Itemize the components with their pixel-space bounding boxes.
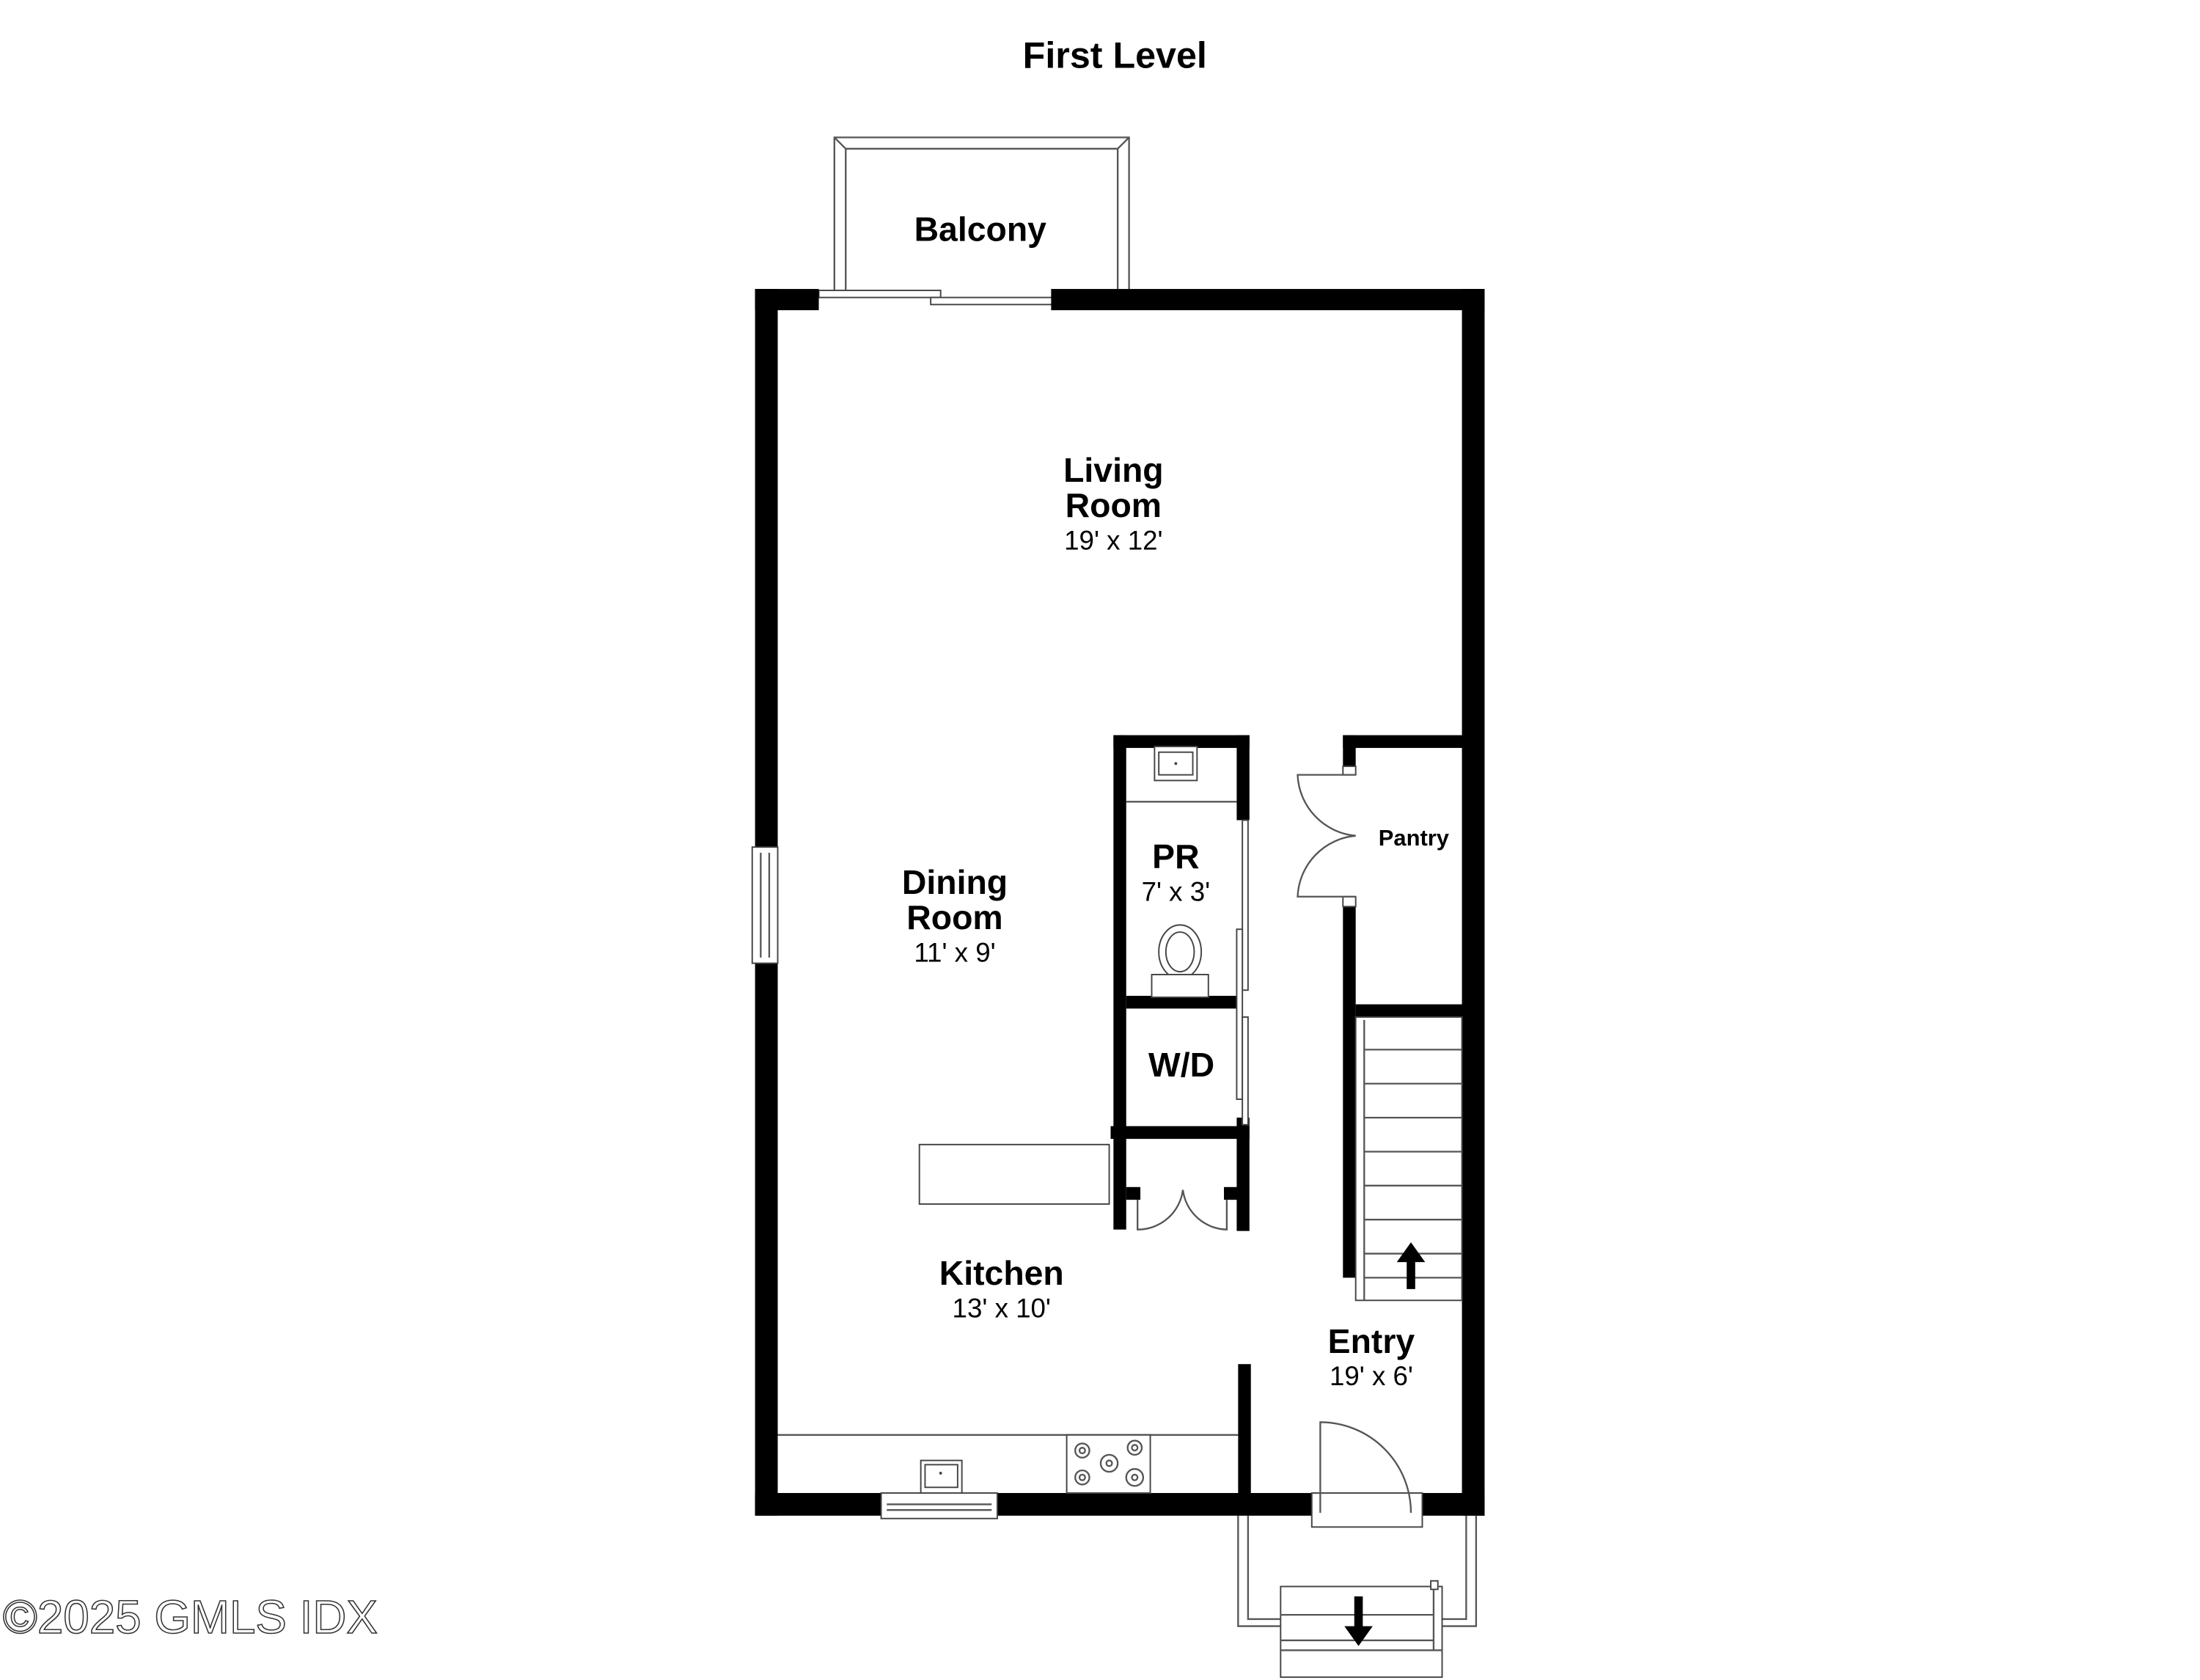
room-dim-entry: 19' x 6' [1330, 1361, 1413, 1391]
room-dim-dining: 11' x 9' [914, 938, 995, 968]
room-label-pr: PR [1152, 837, 1199, 876]
front-door[interactable] [1310, 1421, 1423, 1528]
exterior-walls [755, 289, 1485, 1516]
room-label-living-line2: Room [1066, 486, 1162, 524]
room-dim-kitchen: 13' x 10' [953, 1293, 1051, 1323]
room-label-entry: Entry [1328, 1322, 1415, 1360]
room-label-wd: W/D [1148, 1046, 1214, 1084]
kitchen-island [918, 1143, 1110, 1205]
room-label-living: Living [1063, 451, 1164, 489]
toilet-icon [1151, 924, 1209, 998]
room-label-kitchen: Kitchen [939, 1254, 1064, 1292]
plan-title: First Level [1023, 35, 1207, 76]
sink-icon [1154, 746, 1198, 782]
room-dim-pr: 7' x 3' [1142, 877, 1211, 907]
room-label-balcony: Balcony [914, 210, 1047, 248]
room-label-dining-line2: Room [906, 898, 1002, 936]
watermark: ©2025 GMLS IDX [3, 1591, 378, 1643]
room-dim-living: 19' x 12' [1064, 526, 1162, 556]
double-door-pantry[interactable] [1297, 766, 1357, 908]
window-kitchen [880, 1492, 998, 1519]
kitchen-entry-divider [1238, 1364, 1251, 1499]
stairs-up-arrow-icon [1396, 1242, 1426, 1289]
stairs-down-arrow-icon [1344, 1596, 1373, 1646]
room-label-pantry: Pantry [1379, 825, 1450, 851]
double-door-laundry[interactable] [1137, 1189, 1228, 1230]
interior-walls-pantry [1343, 735, 1471, 1278]
sliding-door-balcony[interactable] [818, 290, 1054, 306]
balcony: Balcony [833, 136, 1130, 290]
kitchen-sink-icon [920, 1459, 963, 1494]
cooktop-icon [1066, 1434, 1151, 1494]
window-dining [751, 846, 779, 964]
pr-sliding-door[interactable] [1236, 819, 1249, 1126]
room-label-dining: Dining [902, 863, 1008, 901]
porch [1237, 1515, 1478, 1627]
interior-walls-pr-wd [1110, 735, 1250, 1231]
